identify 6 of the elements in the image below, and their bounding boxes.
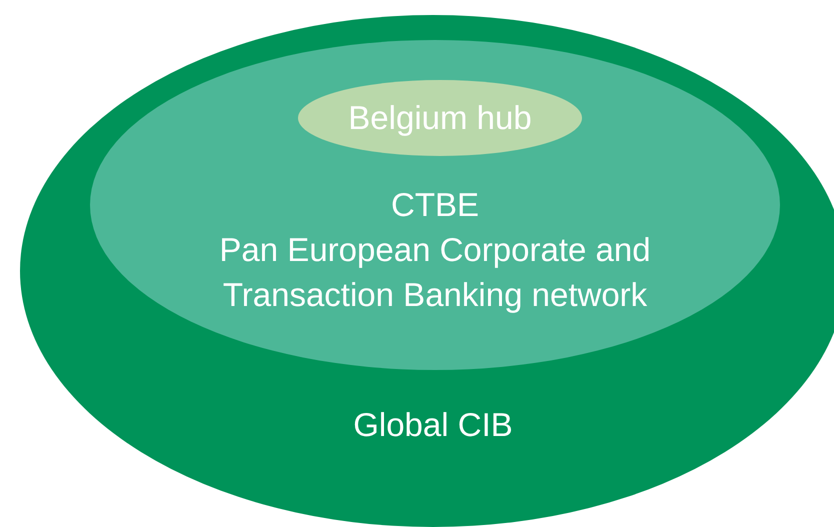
label: Global CIB (353, 405, 513, 445)
label: Belgium hub (348, 98, 532, 138)
heading: CTBE (390, 185, 479, 225)
label: Pan European Corporate and Transaction Banking network (218, 230, 652, 315)
inner-ellipse (298, 80, 582, 156)
middle-ellipse (90, 40, 780, 370)
